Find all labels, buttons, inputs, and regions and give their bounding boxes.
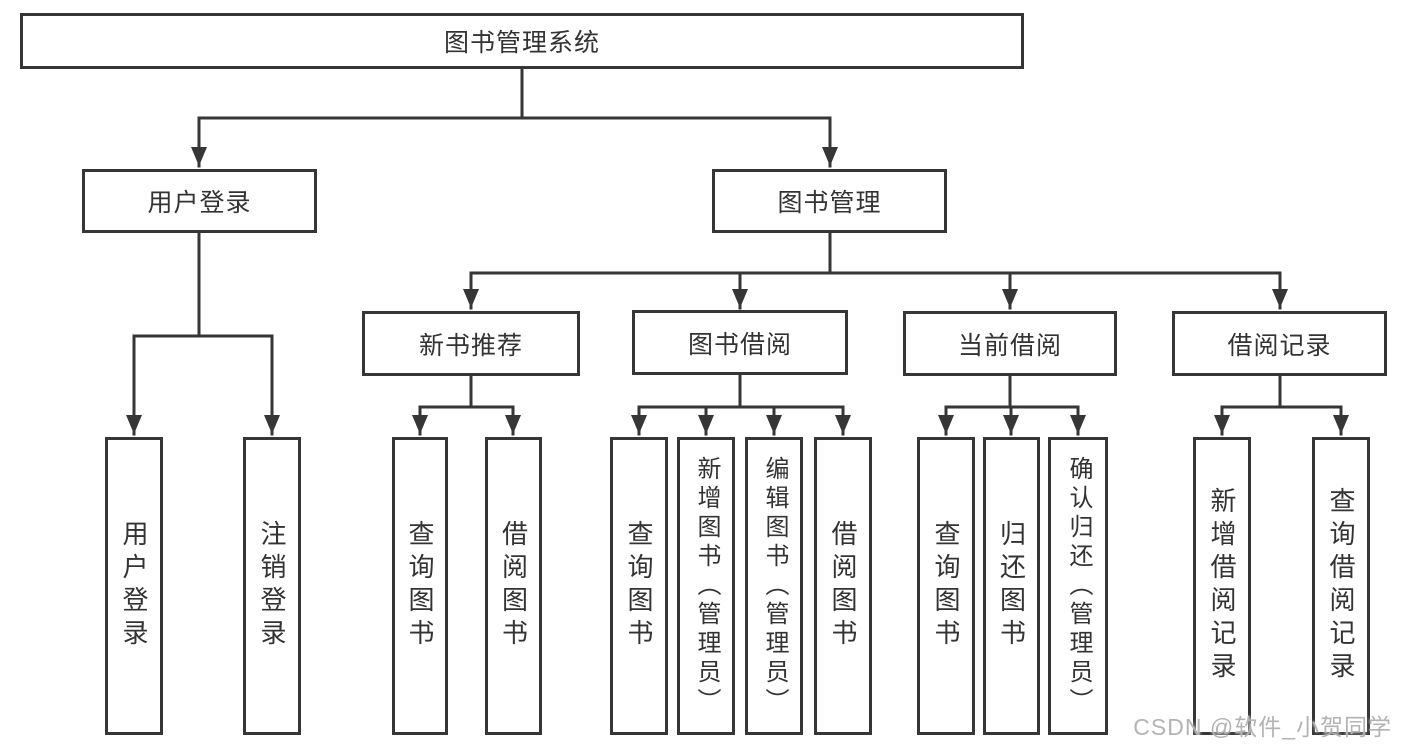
- leaf-return-books: 归还图书: [983, 437, 1040, 735]
- node-book-management: 图书管理: [712, 169, 947, 233]
- leaf-confirm-return-admin-label: 确认归还（管理员）: [1065, 455, 1092, 717]
- leaf-borrow-books: 借阅图书: [814, 437, 872, 735]
- connector-root-to-level2: [191, 67, 838, 168]
- connector-borrow-records-to-leaves: [1214, 374, 1349, 436]
- leaf-query-books-borrow-label: 查询图书: [624, 520, 654, 652]
- node-new-book-recommend-label: 新书推荐: [418, 331, 523, 360]
- leaf-edit-books-admin: 编辑图书（管理员）: [745, 437, 803, 735]
- node-borrow-records-label: 借阅记录: [1227, 331, 1332, 360]
- leaf-add-borrow-record-label: 新增借阅记录: [1207, 487, 1237, 685]
- connector-book-borrow-to-leaves: [631, 373, 851, 436]
- leaf-add-books-admin: 新增图书（管理员）: [677, 437, 735, 735]
- leaf-logout-label: 注销登录: [257, 520, 287, 652]
- leaf-user-login-label: 用户登录: [119, 520, 149, 652]
- leaf-query-books-borrow: 查询图书: [610, 437, 668, 735]
- leaf-confirm-return-admin: 确认归还（管理员）: [1048, 437, 1108, 735]
- leaf-query-books-recommend: 查询图书: [392, 437, 448, 735]
- leaf-borrow-books-label: 借阅图书: [828, 520, 858, 652]
- node-borrow-records: 借阅记录: [1172, 311, 1387, 376]
- node-root-system: 图书管理系统: [20, 13, 1024, 69]
- node-book-management-label: 图书管理: [777, 189, 882, 217]
- leaf-borrow-books-recommend: 借阅图书: [485, 437, 542, 735]
- node-book-borrow-label: 图书借阅: [687, 330, 792, 359]
- connector-user-login-to-leaves: [126, 231, 280, 436]
- leaf-query-books-current-label: 查询图书: [931, 520, 961, 652]
- leaf-user-login: 用户登录: [105, 437, 163, 735]
- node-book-borrow: 图书借阅: [632, 310, 848, 375]
- node-user-login-branch-label: 用户登录: [147, 189, 252, 217]
- node-current-borrow: 当前借阅: [903, 311, 1117, 376]
- leaf-logout: 注销登录: [243, 437, 301, 735]
- connector-current-borrow-to-leaves: [938, 374, 1086, 436]
- node-new-book-recommend: 新书推荐: [362, 311, 580, 376]
- leaf-query-books-recommend-label: 查询图书: [405, 520, 435, 652]
- connector-book-management-to-level3: [463, 231, 1288, 310]
- node-user-login-branch: 用户登录: [82, 169, 317, 233]
- leaf-query-borrow-record-label: 查询借阅记录: [1326, 487, 1356, 685]
- leaf-query-borrow-record: 查询借阅记录: [1312, 437, 1370, 735]
- leaf-add-borrow-record: 新增借阅记录: [1193, 437, 1251, 735]
- connector-new-book-recommend-to-leaves: [412, 374, 521, 436]
- node-current-borrow-label: 当前借阅: [957, 331, 1062, 360]
- leaf-return-books-label: 归还图书: [996, 520, 1027, 652]
- csdn-watermark: CSDN @软件_小贺同学: [1133, 714, 1392, 740]
- leaf-borrow-books-recommend-label: 借阅图书: [498, 520, 529, 652]
- leaf-add-books-admin-label: 新增图书（管理员）: [693, 455, 720, 717]
- node-root-system-label: 图书管理系统: [443, 29, 600, 57]
- leaf-query-books-current: 查询图书: [917, 437, 975, 735]
- leaf-edit-books-admin-label: 编辑图书（管理员）: [761, 455, 788, 717]
